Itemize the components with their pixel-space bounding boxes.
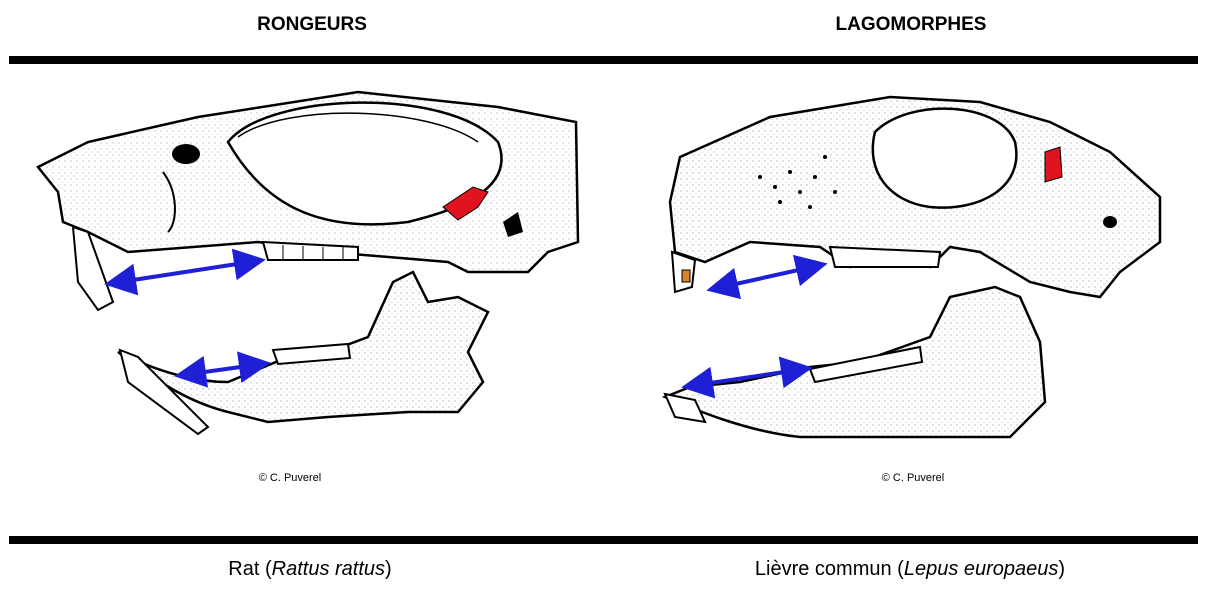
diastema-arrow-upper bbox=[722, 267, 812, 287]
credit-right: © C. Puverel bbox=[813, 472, 1013, 484]
caption-rat-common: Rat ( bbox=[228, 558, 271, 580]
caption-hare-common: Lièvre commun ( bbox=[755, 558, 904, 580]
header-lagomorphes: LAGOMORPHES bbox=[711, 14, 1111, 36]
caption-hare: Lièvre commun (Lepus europaeus) bbox=[630, 558, 1190, 581]
hare-skull-illustration bbox=[650, 82, 1190, 472]
diastema-arrow-upper bbox=[120, 262, 250, 282]
bottom-divider bbox=[9, 536, 1198, 544]
caption-hare-scientific: Lepus europaeus bbox=[904, 558, 1059, 580]
credit-left: © C. Puverel bbox=[190, 472, 390, 484]
caption-rat-scientific: Rattus rattus bbox=[272, 558, 385, 580]
caption-hare-close: ) bbox=[1058, 558, 1065, 580]
top-divider bbox=[9, 56, 1198, 64]
rat-skull-illustration bbox=[28, 82, 593, 472]
diastema-arrow-lower bbox=[190, 365, 255, 374]
caption-rat: Rat (Rattus rattus) bbox=[30, 558, 590, 581]
header-rongeurs: RONGEURS bbox=[112, 14, 512, 36]
caption-rat-close: ) bbox=[385, 558, 392, 580]
